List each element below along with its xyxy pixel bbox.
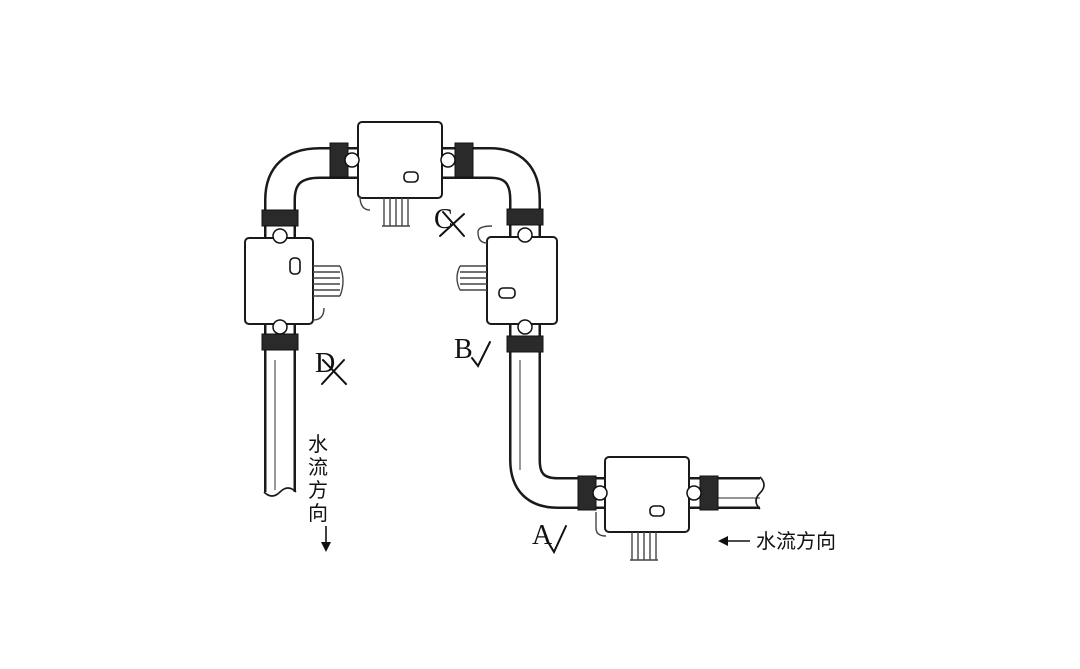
label-C-letter: C — [434, 204, 453, 235]
label-D: D — [315, 348, 347, 385]
coupling — [261, 333, 299, 351]
cross-mark — [439, 211, 465, 237]
label-C: C — [434, 204, 465, 237]
coupling — [454, 142, 474, 178]
meter-left — [244, 209, 344, 351]
meter-right — [456, 208, 558, 353]
outlet-char-3: 方 — [308, 478, 328, 502]
check-mark — [471, 341, 491, 368]
label-B: B — [454, 334, 491, 368]
outlet-char-1: 水 — [308, 432, 328, 456]
meter-top — [329, 121, 474, 227]
coupling — [261, 209, 299, 227]
outlet-char-4: 向 — [308, 501, 328, 525]
inlet-flow-text: 水流方向 — [756, 529, 836, 553]
label-A: A — [532, 520, 567, 555]
coupling — [506, 208, 544, 226]
check-mark — [547, 525, 567, 555]
cross-mark — [321, 359, 347, 385]
coupling — [506, 335, 544, 353]
flow-direction-outlet: 水 流 方 向 — [308, 432, 331, 552]
coupling — [699, 475, 719, 511]
flow-direction-inlet: 水流方向 — [718, 529, 836, 553]
outlet-char-2: 流 — [308, 455, 328, 479]
meter-bottom — [577, 456, 719, 561]
label-B-letter: B — [454, 334, 473, 365]
